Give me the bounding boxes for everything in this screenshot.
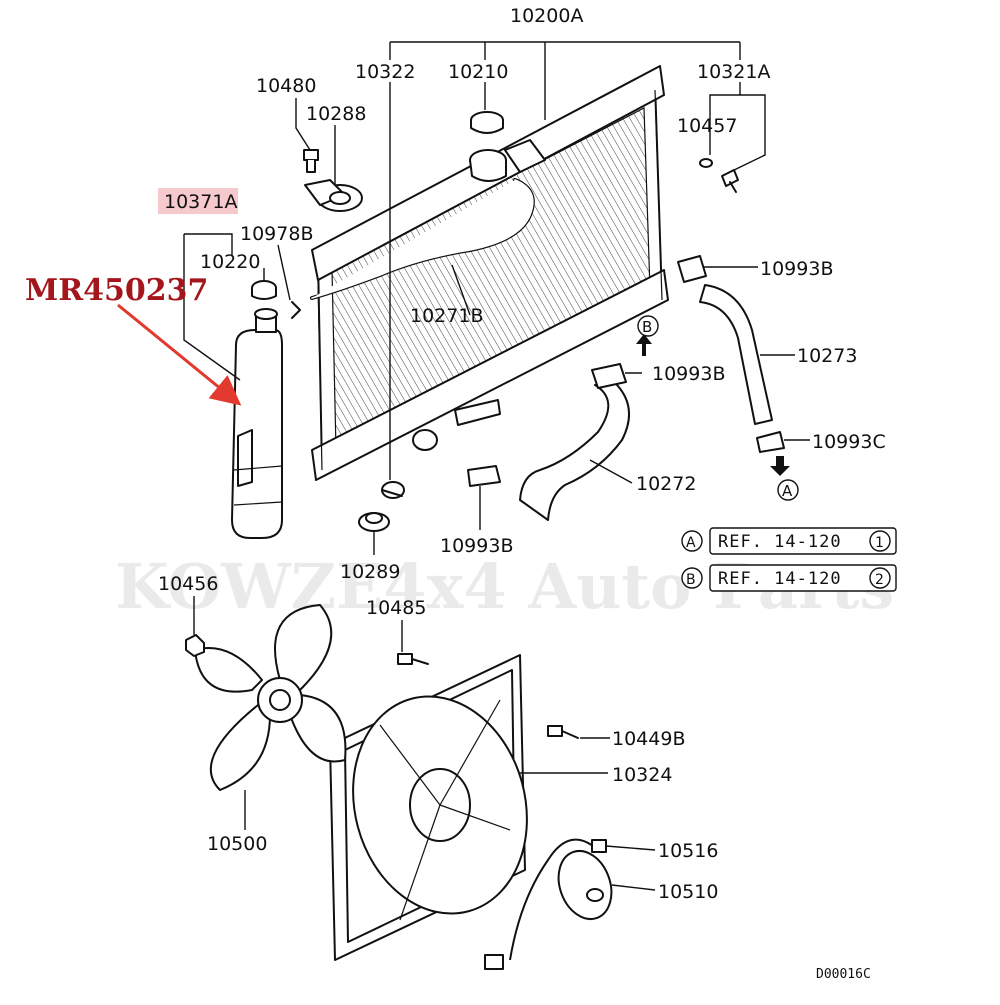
connector-label-b: B	[642, 318, 652, 336]
callout-10200A: 10200A	[510, 5, 583, 27]
callout-10321A: 10321A	[697, 61, 770, 83]
fan-motor-icon	[557, 850, 613, 920]
callout-10993B-upper: 10993B	[760, 258, 833, 280]
callout-10480: 10480	[256, 75, 316, 97]
callout-10993B-bottom: 10993B	[440, 535, 513, 557]
callout-10288: 10288	[306, 103, 366, 125]
callout-10500: 10500	[207, 833, 267, 855]
upper-hose	[677, 255, 785, 453]
radiator	[311, 65, 669, 481]
highlight-box	[158, 188, 238, 214]
callout-10449B: 10449B	[612, 728, 685, 750]
callout-10993B-lower: 10993B	[652, 363, 725, 385]
callout-10220: 10220	[200, 251, 260, 273]
red-pointer-arrow	[117, 303, 242, 406]
radiator-cap-icon	[470, 111, 504, 134]
callout-10516: 10516	[658, 840, 718, 862]
callout-10210: 10210	[448, 61, 508, 83]
bolt-icon	[303, 149, 319, 173]
callout-10456: 10456	[158, 573, 218, 595]
diagram-code: D00016C	[816, 967, 871, 982]
lower-outlet-icon	[412, 399, 501, 451]
washer-icon	[699, 158, 713, 168]
lower-hose	[467, 363, 630, 521]
fan-shroud	[329, 654, 528, 961]
connector-arrow-b: B	[636, 315, 659, 356]
drain-cock-icon	[381, 481, 405, 499]
callouts: 10200A 10322 10210 10321A 10480 10288 10…	[158, 5, 886, 903]
connector-label-a: A	[782, 482, 793, 500]
callout-10324: 10324	[612, 764, 672, 786]
fan-blade	[194, 604, 347, 791]
callout-10993C: 10993C	[812, 431, 886, 453]
callout-10272: 10272	[636, 473, 696, 495]
reference-b: B REF. 14-120 2	[681, 564, 897, 592]
reservoir-cap-icon	[251, 280, 277, 300]
bolt-icon	[397, 653, 429, 665]
wiring-harness-icon	[484, 838, 607, 970]
callout-10485: 10485	[366, 597, 426, 619]
callout-10289: 10289	[340, 561, 400, 583]
reference-a: A REF. 14-120 1	[681, 527, 897, 555]
ref-a-text: REF. 14-120	[718, 532, 842, 552]
ref-b-letter: B	[686, 572, 696, 588]
ref-b-num: 2	[875, 572, 884, 588]
part-number: MR450237	[25, 273, 208, 308]
callout-10510: 10510	[658, 881, 718, 903]
nut-icon	[185, 634, 205, 657]
bolt-icon	[547, 725, 579, 739]
callout-10457: 10457	[677, 115, 737, 137]
coolant-reservoir	[231, 308, 283, 539]
ref-a-letter: A	[686, 535, 696, 551]
leader-lines	[183, 41, 810, 891]
filler-neck-icon	[469, 139, 546, 182]
callout-10273: 10273	[797, 345, 857, 367]
ref-b-text: REF. 14-120	[718, 569, 842, 589]
ref-a-num: 1	[875, 535, 884, 551]
connector-arrow-a: A	[770, 456, 799, 501]
drain-plug-icon	[358, 512, 390, 532]
callout-10322: 10322	[355, 61, 415, 83]
screw-icon	[721, 169, 739, 193]
hose-clip-icon	[291, 301, 301, 319]
callout-10978B: 10978B	[240, 223, 313, 245]
reservoir-bracket-icon	[304, 179, 363, 212]
callout-10371A: 10371A	[164, 191, 237, 213]
callout-10271B: 10271B	[410, 305, 483, 327]
